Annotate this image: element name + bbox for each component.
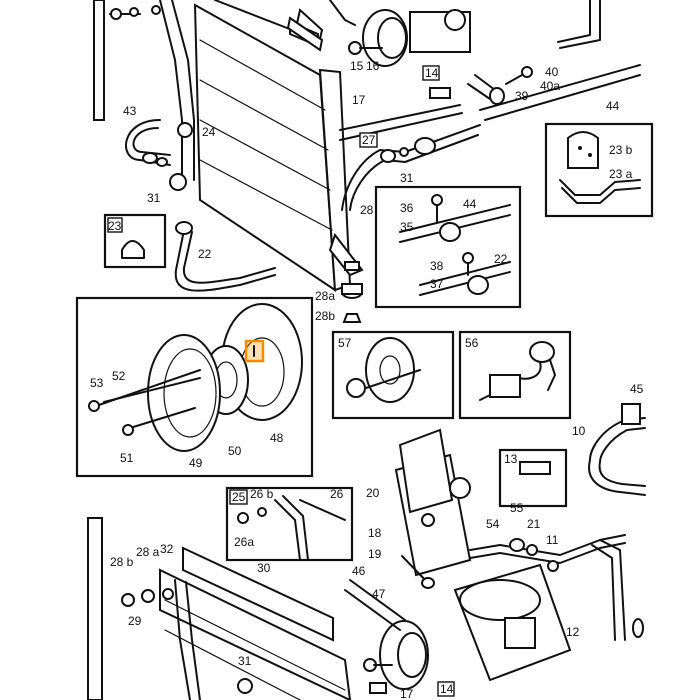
callout-35: 35	[400, 220, 414, 234]
callout-labels: 15 16 17 14 40 40a 39 44 43 24 31 22 23 …	[90, 59, 644, 700]
callout-47: 47	[372, 587, 386, 601]
callout-28a-top: 28a	[315, 289, 335, 303]
callout-53: 53	[90, 376, 104, 390]
callout-26b: 26 b	[250, 487, 274, 501]
callout-23a: 23 a	[609, 167, 633, 181]
callout-32: 32	[160, 542, 174, 556]
callout-36: 36	[400, 201, 414, 215]
inset-25-26	[225, 486, 354, 562]
callout-23: 23	[108, 219, 122, 233]
bracket-28	[328, 232, 364, 323]
condenser-bottom	[87, 517, 352, 700]
inset-clamps	[374, 185, 522, 309]
callout-49: 49	[189, 456, 203, 470]
callout-38: 38	[430, 259, 444, 273]
callout-44: 44	[606, 99, 620, 113]
pipe-27-31	[341, 124, 481, 211]
callout-12: 12	[566, 625, 580, 639]
callout-20: 20	[366, 486, 380, 500]
callout-31-mid: 31	[400, 171, 414, 185]
callout-10: 10	[572, 424, 586, 438]
callout-11: 11	[546, 533, 559, 547]
callout-22-inset: 22	[494, 252, 508, 266]
callout-28b-bottom: 28 b	[110, 555, 134, 569]
callout-17: 17	[352, 93, 366, 107]
callout-26: 26	[330, 487, 344, 501]
callout-22-left: 22	[198, 247, 212, 261]
callout-16: 16	[366, 59, 380, 73]
callout-13: 13	[504, 452, 518, 466]
callout-50: 50	[228, 444, 242, 458]
callout-30: 30	[257, 561, 271, 575]
callout-52: 52	[112, 369, 126, 383]
inset-57	[331, 330, 455, 420]
callout-31-left: 31	[147, 191, 161, 205]
callout-55: 55	[510, 501, 524, 515]
callout-18: 18	[368, 526, 382, 540]
inset-clutch	[75, 296, 314, 478]
callout-19: 19	[368, 547, 382, 561]
callout-31-bottom: 31	[238, 654, 252, 668]
bracket-20	[394, 428, 472, 589]
inset-23	[103, 213, 167, 269]
callout-27: 27	[362, 133, 376, 147]
callout-46: 46	[352, 564, 366, 578]
inset-23ab	[544, 122, 654, 218]
callout-44-inset: 44	[463, 197, 477, 211]
callout-54: 54	[486, 517, 500, 531]
hose-assembly-left	[125, 119, 276, 292]
pipe-10-45	[498, 403, 646, 508]
callout-37: 37	[430, 277, 444, 291]
callout-56: 56	[465, 336, 479, 350]
callout-40: 40	[545, 65, 559, 79]
callout-25: 25	[232, 490, 246, 504]
callout-48: 48	[270, 431, 284, 445]
callout-14-bottom: 14	[440, 682, 454, 696]
parts-54-11	[469, 534, 644, 641]
callout-43: 43	[123, 104, 137, 118]
callout-21: 21	[527, 517, 541, 531]
callout-28a-bottom: 28 a	[136, 545, 160, 559]
callout-28: 28	[360, 203, 374, 217]
callout-28b-top: 28b	[315, 309, 335, 323]
compressor-bottom	[344, 563, 572, 694]
compressor-top	[286, 0, 471, 67]
callout-15: 15	[350, 59, 364, 73]
callout-40a: 40a	[540, 79, 560, 93]
callout-23b: 23 b	[609, 143, 633, 157]
callout-57: 57	[338, 336, 352, 350]
inset-56	[458, 330, 572, 420]
callout-45: 45	[630, 382, 644, 396]
callout-26a: 26a	[234, 535, 254, 549]
callout-17-bottom: 17	[400, 687, 414, 700]
callout-51: 51	[120, 451, 134, 465]
callout-24: 24	[202, 125, 216, 139]
callout-14: 14	[425, 66, 439, 80]
callout-29: 29	[128, 614, 142, 628]
callout-39: 39	[515, 89, 529, 103]
